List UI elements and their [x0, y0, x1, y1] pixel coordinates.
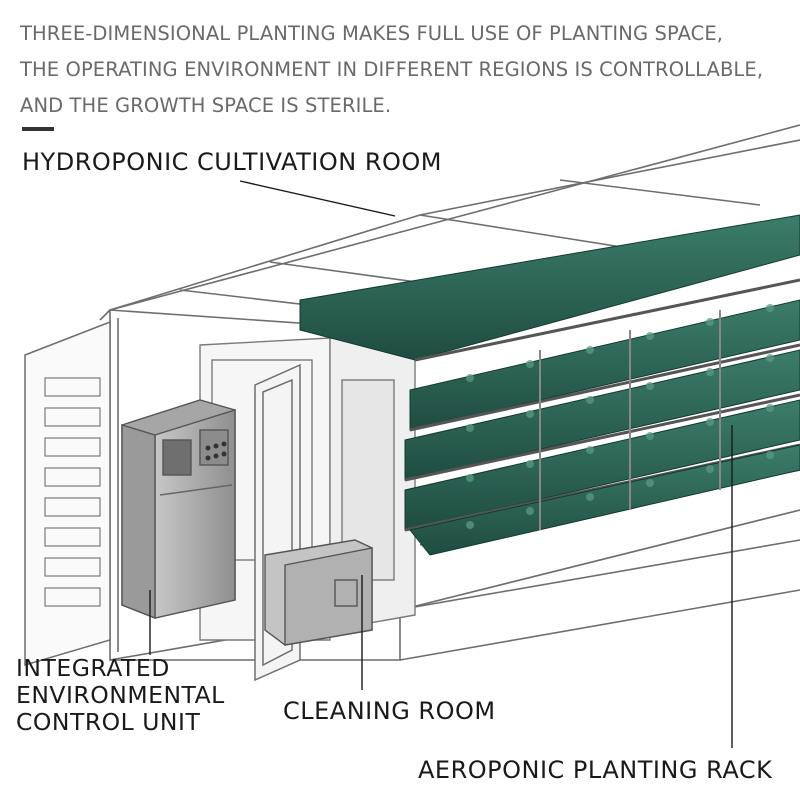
rack-tier-5 — [409, 444, 800, 556]
control-cabinet — [121, 399, 236, 620]
label-control-unit-line-3: CONTROL UNIT — [16, 708, 201, 736]
rack-tier-3 — [404, 349, 800, 482]
leader-hydroponic — [239, 180, 396, 217]
label-aeroponic-planting-rack: AEROPONIC PLANTING RACK — [418, 756, 773, 784]
container-door-left — [24, 320, 111, 667]
label-control-unit-line-2: ENVIRONMENTAL — [16, 681, 225, 709]
rack-tier-1 — [299, 214, 800, 362]
rack-tier-2 — [409, 299, 800, 432]
leader-lines — [149, 180, 733, 748]
cleaning-tank — [264, 539, 373, 646]
label-cleaning-room: CLEANING ROOM — [283, 697, 496, 725]
caption-line-1: THREE-DIMENSIONAL PLANTING MAKES FULL US… — [20, 22, 724, 45]
planting-rack — [299, 214, 800, 556]
label-hydroponic-cultivation-room: HYDROPONIC CULTIVATION ROOM — [22, 148, 442, 176]
title-accent-bar — [22, 127, 54, 131]
caption-line-2: THE OPERATING ENVIRONMENT IN DIFFERENT R… — [20, 58, 764, 81]
label-control-unit: INTEGRATED ENVIRONMENTAL CONTROL UNIT — [16, 655, 225, 736]
caption-line-3: AND THE GROWTH SPACE IS STERILE. — [20, 94, 392, 117]
label-control-unit-line-1: INTEGRATED — [16, 654, 170, 682]
caption: THREE-DIMENSIONAL PLANTING MAKES FULL US… — [20, 16, 780, 124]
